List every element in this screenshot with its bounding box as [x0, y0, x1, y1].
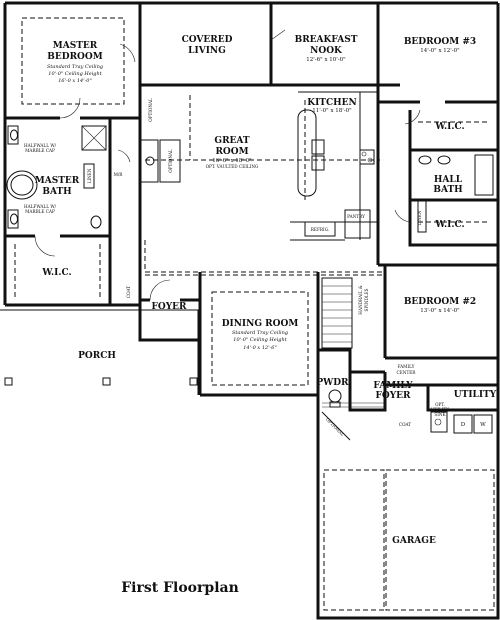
halfwall-bottom-2: MARBLE CAP	[25, 209, 55, 214]
handrail-1: HANDRAIL &	[358, 285, 363, 315]
linen-hall: LINEN	[417, 210, 422, 225]
master-bedroom-name-2: BEDROOM	[47, 52, 102, 62]
porch-name: PORCH	[78, 351, 116, 361]
walls	[3, 1, 500, 620]
washer-label: W	[480, 422, 486, 428]
coat-foyer: COAT	[126, 286, 131, 298]
halfwall-bottom-1: HALFWALL W/	[24, 204, 57, 209]
family-foyer-name-2: FOYER	[376, 391, 412, 401]
coat-family: COAT	[399, 422, 411, 427]
pantry-label: PANTRY	[347, 214, 365, 219]
optional-fireplace: OPTIONAL	[168, 149, 173, 173]
kitchen-name: KITCHEN	[307, 98, 356, 108]
bedroom3-dims: 14'-0" x 12'-0"	[420, 48, 459, 54]
dining-note-2: 10'-0" Ceiling Height	[233, 337, 287, 343]
family-center-1: FAMILY	[398, 364, 415, 369]
great-room-dims: 16'-6" x 18'-0"	[212, 158, 251, 164]
opt-sink-2: UTILITY	[431, 407, 449, 412]
master-bath-name-1: MASTER	[35, 176, 80, 186]
utility-name: UTILITY	[454, 390, 497, 400]
floorplan-caption: First Floorplan	[121, 580, 239, 596]
dining-room-name: DINING ROOM	[222, 319, 299, 329]
family-foyer-name-1: FAMILY	[373, 381, 413, 391]
master-bedroom-note-1: Standard Tray Ceiling	[47, 64, 103, 70]
covered-living-name-1: COVERED	[182, 35, 233, 45]
great-room-name-2: ROOM	[215, 147, 248, 157]
great-room-name-1: GREAT	[214, 136, 250, 146]
halfwall-top-1: HALFWALL W/	[24, 143, 57, 148]
bedroom3-name: BEDROOM #3	[404, 37, 476, 47]
master-bedroom-note-2: 10'-0" Ceiling Height	[48, 71, 102, 77]
garage-name: GARAGE	[392, 536, 436, 546]
details	[0, 17, 495, 611]
wic-upper-name: W.I.C.	[434, 122, 464, 132]
breakfast-nook-name-1: BREAKFAST	[295, 35, 358, 45]
master-bedroom-name-1: MASTER	[53, 41, 98, 51]
powder-name: PWDR.	[316, 378, 351, 388]
optional-left: OPTIONAL	[148, 98, 153, 122]
great-room-note: OPT. VAULTED CEILING	[206, 164, 259, 169]
optional-step: OPTIONAL	[325, 417, 345, 437]
bedroom2-name: BEDROOM #2	[404, 297, 476, 307]
hall-bath-name-2: BATH	[433, 185, 463, 195]
foyer-name: FOYER	[152, 302, 188, 312]
family-center-2: CENTER	[397, 370, 417, 375]
labels: MASTER BEDROOM Standard Tray Ceiling 10'…	[24, 35, 497, 596]
linen-master: LINEN	[87, 168, 92, 183]
opt-sink-1: OPT.	[435, 402, 445, 407]
mr-label: M/R	[114, 172, 124, 177]
master-bedroom-dims: 16'-0 x 14'-0"	[58, 78, 92, 84]
dining-dims: 14'-0 x 12'-6"	[243, 345, 277, 351]
refrig-label: REFRIG.	[311, 227, 329, 232]
bedroom2-dims: 13'-0" x 14'-0"	[420, 308, 459, 314]
halfwall-top-2: MARBLE CAP	[25, 148, 55, 153]
opt-sink-3: SINK	[434, 412, 446, 417]
dining-note-1: Standard Tray Ceiling	[232, 330, 288, 336]
master-bath-name-2: BATH	[42, 187, 72, 197]
kitchen-dims: 11'-0" x 18'-0"	[312, 108, 351, 114]
breakfast-nook-dims: 12'-6" x 10'-0"	[306, 57, 345, 63]
dryer-label: D	[461, 422, 466, 428]
breakfast-nook-name-2: NOOK	[310, 46, 343, 56]
covered-living-name-2: LIVING	[188, 46, 226, 56]
master-wic-name: W.I.C.	[41, 268, 71, 278]
wic-lower-name: W.I.C.	[434, 220, 464, 230]
hall-bath-name-1: HALL	[434, 175, 463, 185]
handrail-2: SPINDLES	[364, 288, 369, 311]
